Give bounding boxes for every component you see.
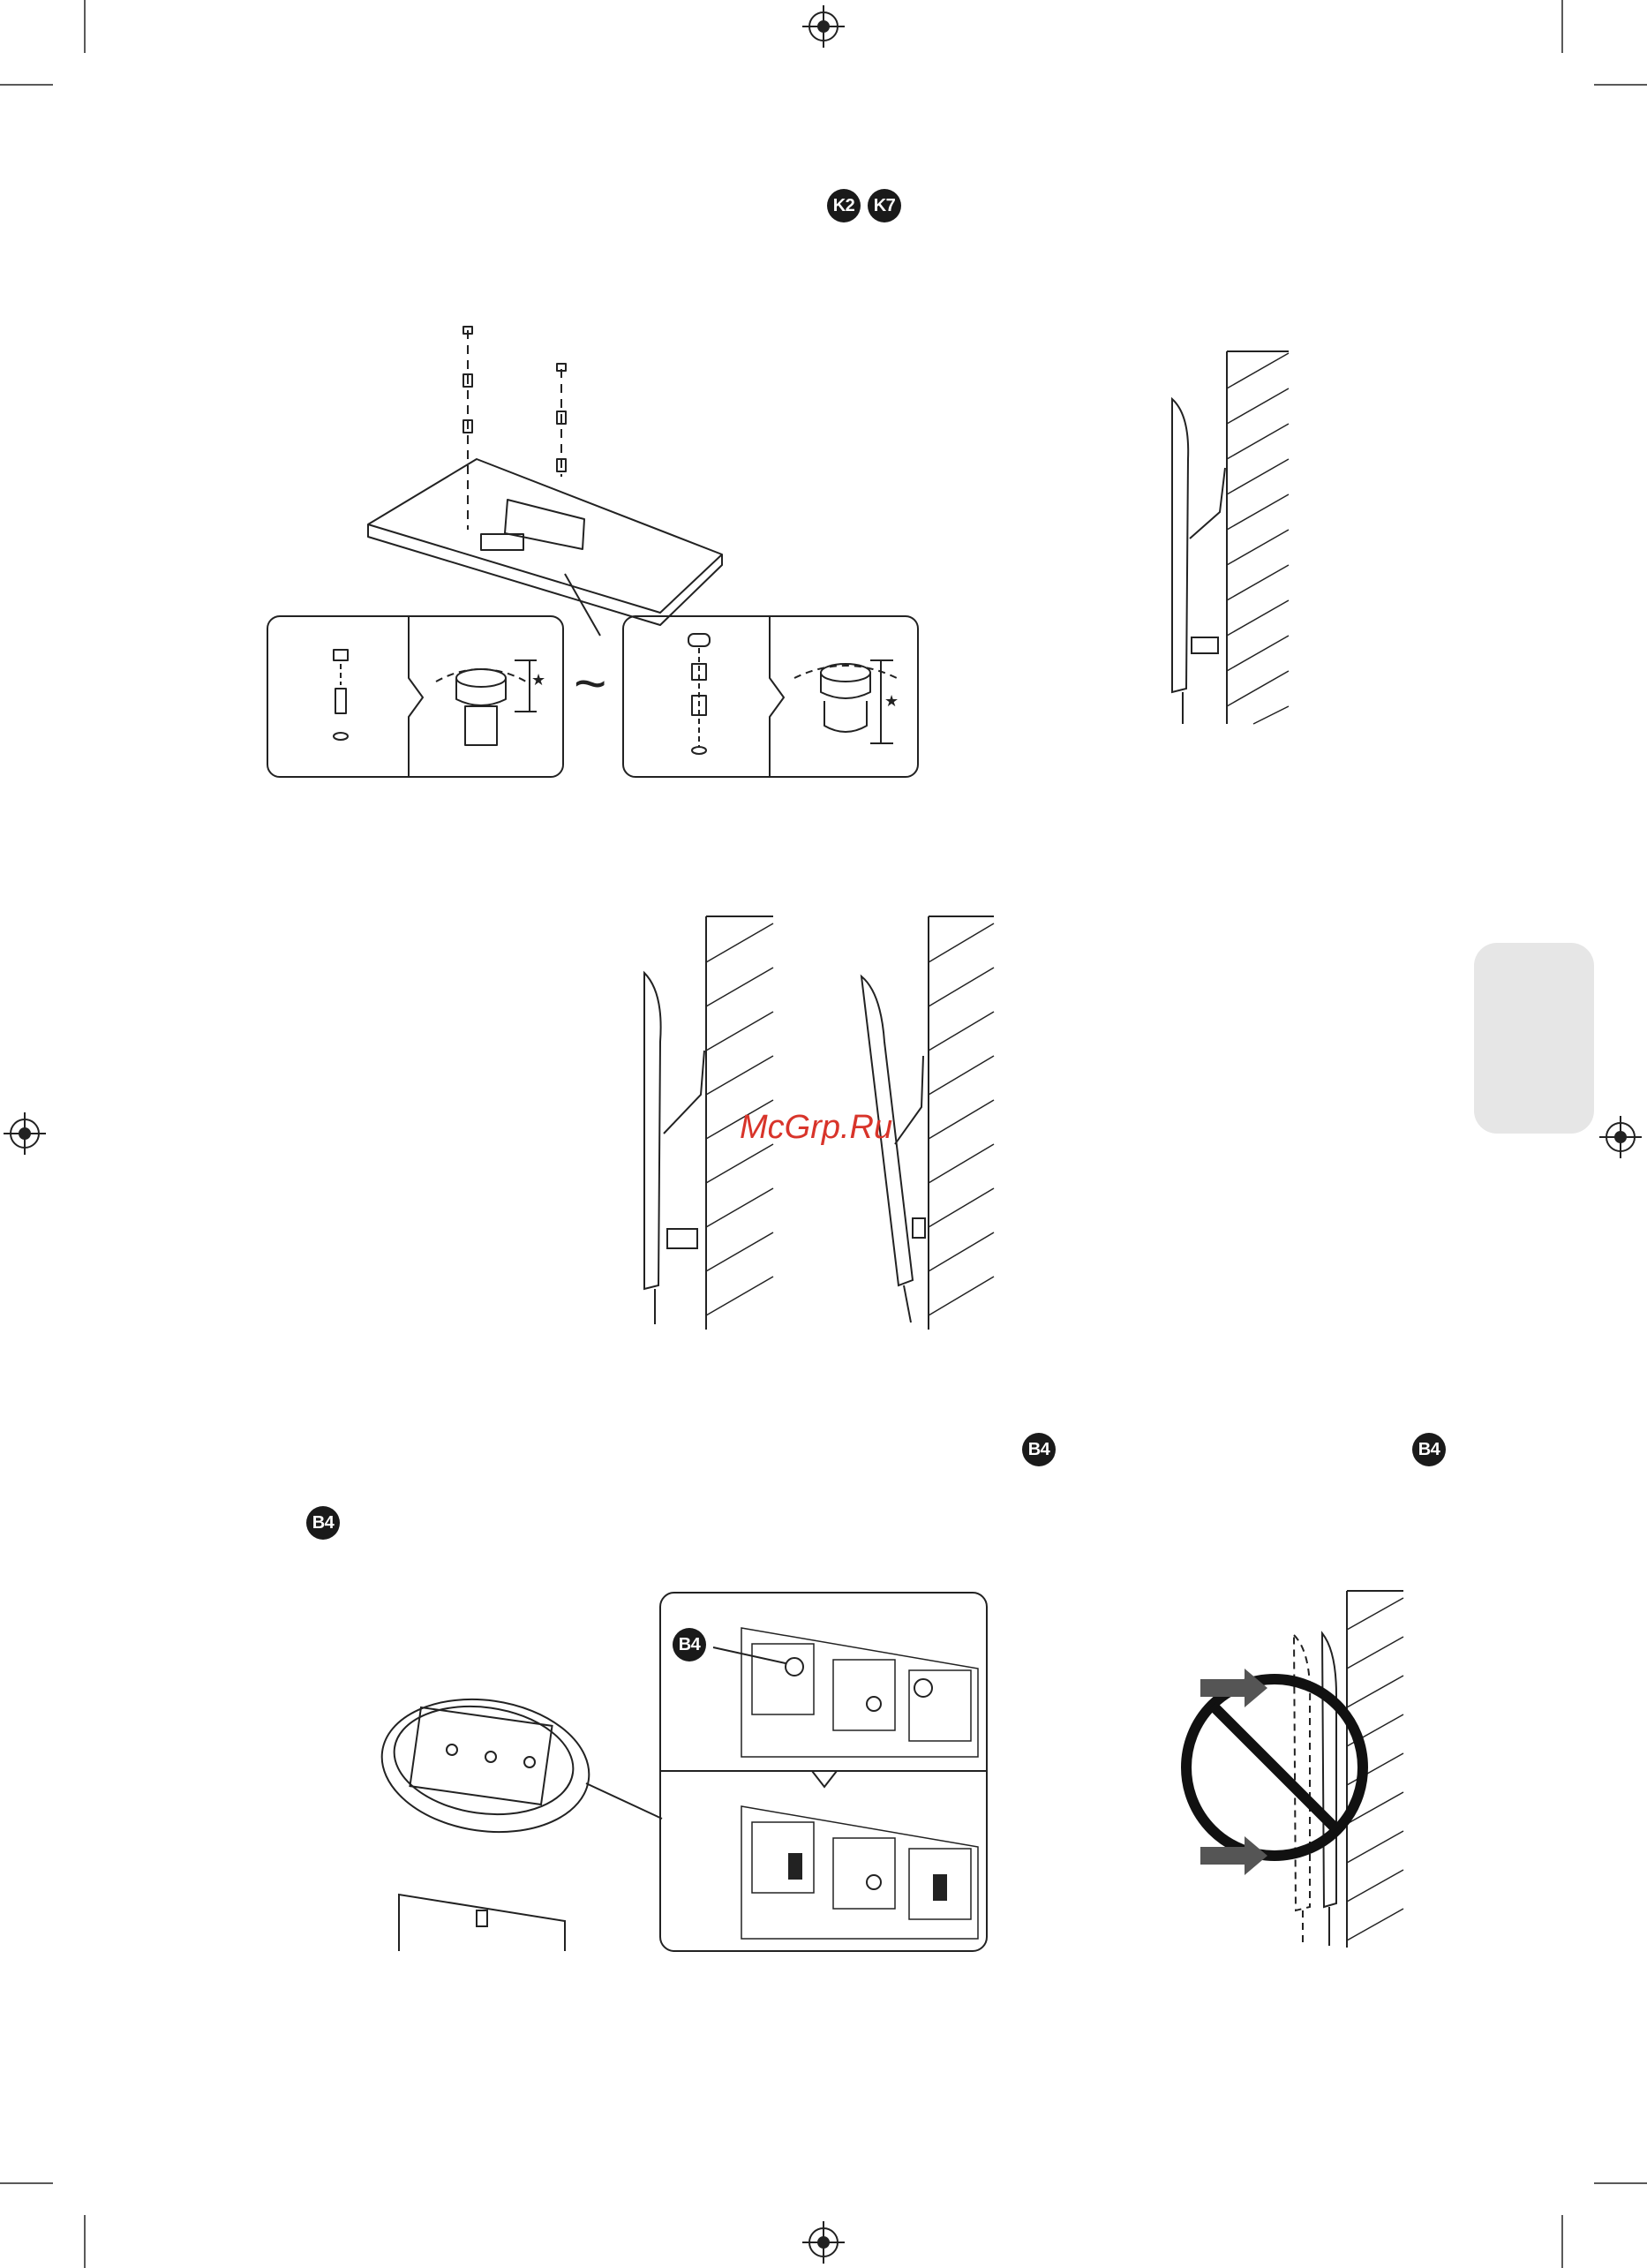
- prohibited-installation-illustration: [0, 0, 1647, 2268]
